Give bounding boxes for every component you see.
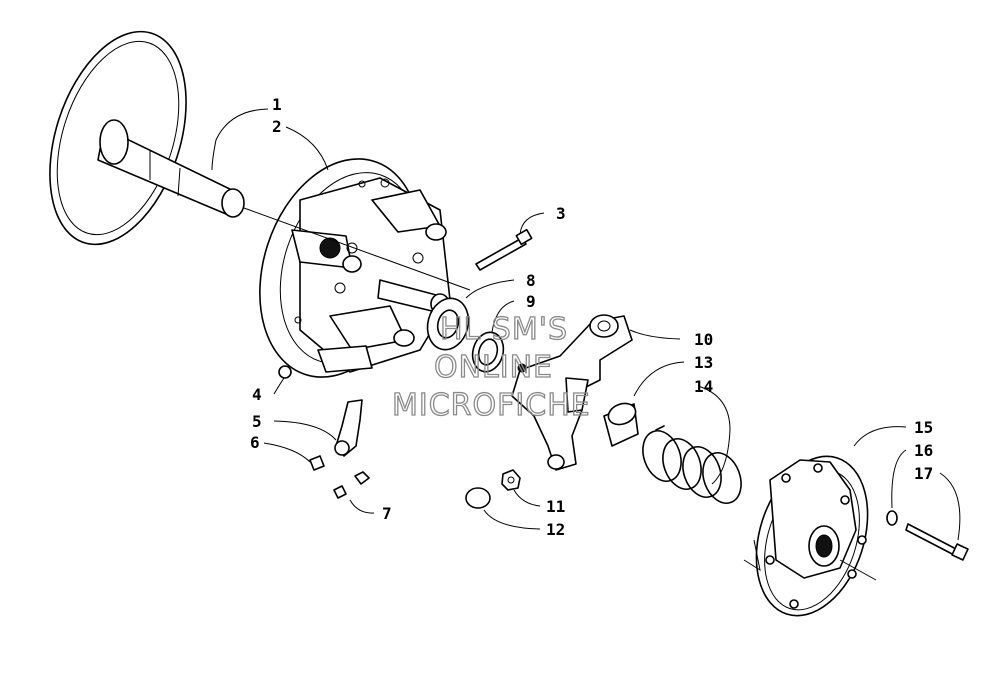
nut-part-11 [501,469,521,491]
callout-9: 9 [526,292,536,311]
nut-part-4 [278,365,292,379]
callout-10: 10 [694,330,713,349]
callout-14: 14 [694,377,713,396]
washer-part-16 [886,510,898,526]
callout-5: 5 [252,412,262,431]
callout-7: 7 [382,504,392,523]
callout-15: 15 [914,418,933,437]
axis-line [243,207,471,291]
callout-2: 2 [272,117,282,136]
movable-sheave-part-2 [259,158,451,378]
callout-17: 17 [914,464,933,483]
watermark-line-2: ONLINE [434,350,553,385]
nut-part-7 [333,471,370,499]
bushing-part-13 [603,402,639,447]
callout-8: 8 [526,271,536,290]
watermark-line-1: HL SM'S [440,312,568,347]
cover-part-15 [743,455,869,617]
watermark: HL SM'S ONLINE MICROFICHE [391,311,591,423]
fixed-sheave-part-1 [49,30,245,246]
callout-4: 4 [252,385,262,404]
watermark-line-3: MICROFICHE [392,388,591,423]
spring-part-14 [642,425,742,504]
callout-12: 12 [546,520,565,539]
callout-1: 1 [272,95,282,114]
cap-part-12 [465,487,491,509]
leader-lines [211,108,961,581]
bolt-part-3 [475,228,533,271]
spider-part-10 [511,314,633,471]
callout-6: 6 [250,433,260,452]
pin-part-6 [309,455,325,471]
callout-13: 13 [694,353,713,372]
washer-part-8 [426,297,470,351]
bolt-part-17 [905,523,969,561]
washer-part-9 [471,331,505,373]
callout-3: 3 [556,204,566,223]
callout-labels: 1 2 3 4 5 6 7 8 9 10 11 12 13 14 15 16 1… [250,95,933,539]
roller-arm-part-5 [334,399,363,457]
callout-11: 11 [546,497,565,516]
callout-16: 16 [914,441,933,460]
